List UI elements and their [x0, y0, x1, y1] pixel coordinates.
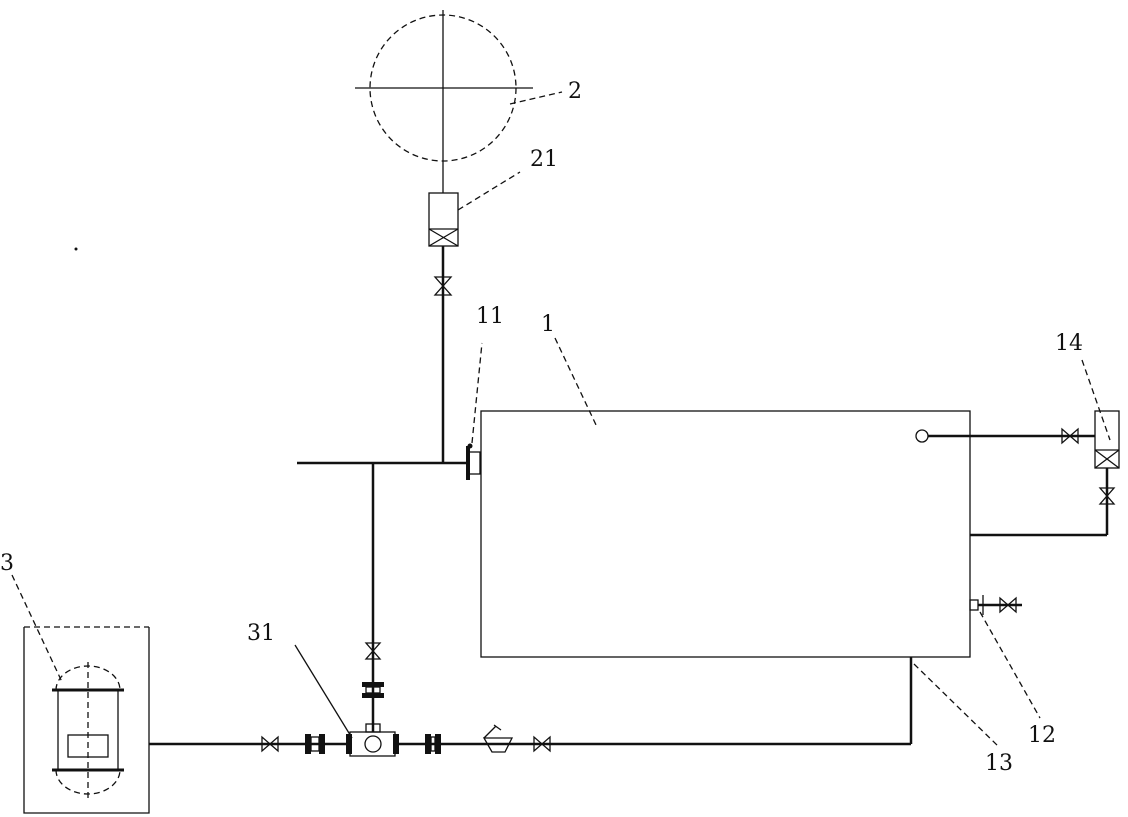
valve-gauge-top — [1061, 427, 1079, 445]
flange-main-right — [425, 734, 441, 754]
flange-branch — [362, 682, 384, 733]
leader-13 — [913, 663, 999, 747]
label-12: 12 — [1028, 723, 1056, 748]
valve-sphere — [433, 276, 453, 296]
flange-main-left — [305, 734, 325, 754]
label-21: 21 — [530, 147, 558, 172]
leader-1 — [554, 337, 598, 428]
valve-main-right — [533, 735, 551, 753]
tank-1 — [480, 410, 971, 658]
label-14: 14 — [1055, 331, 1083, 356]
valve-main-left — [261, 735, 279, 753]
tank-top-nozzle — [915, 429, 929, 443]
spherical-tank-2 — [355, 10, 563, 193]
valve-gauge-bottom — [1098, 487, 1116, 505]
label-31: 31 — [247, 621, 275, 646]
valve-branch — [364, 642, 382, 660]
label-3: 3 — [0, 551, 14, 576]
inlet-flange-11 — [466, 342, 483, 480]
label-1: 1 — [541, 312, 555, 337]
label-2: 2 — [568, 79, 582, 104]
label-11: 11 — [476, 304, 504, 329]
level-gauge-14 — [1081, 359, 1120, 469]
label-13: 13 — [985, 751, 1013, 776]
stray-mark — [74, 247, 78, 251]
drain-valve-12 — [969, 595, 1041, 719]
strainer — [482, 724, 514, 753]
pump-station-3 — [11, 574, 150, 814]
